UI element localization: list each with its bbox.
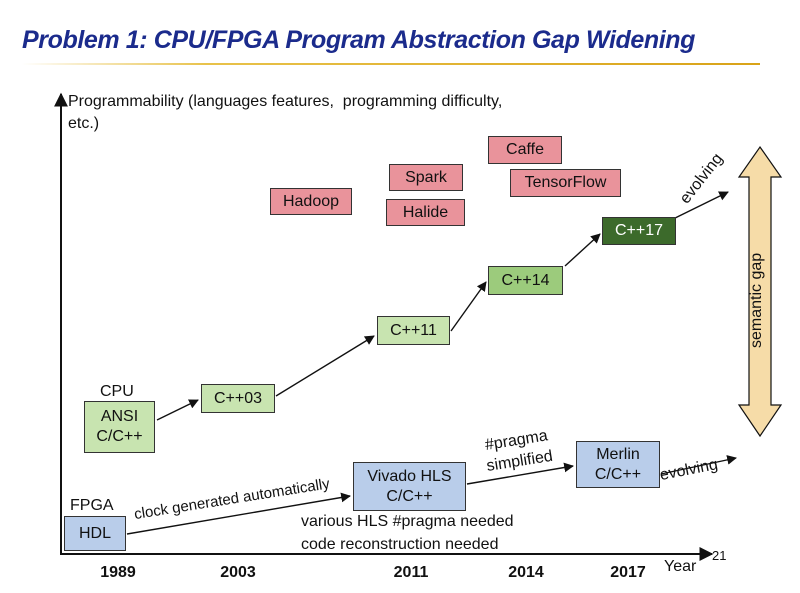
- cpu-box-ansi-c: ANSI C/C++: [84, 401, 155, 453]
- arrow-hdl-to-hls: [126, 492, 351, 535]
- framework-spark: Spark: [389, 164, 463, 191]
- x-axis-label: Year: [664, 558, 697, 575]
- title-underline: [22, 63, 760, 65]
- fpga-box-merlin: Merlin C/C++: [576, 441, 660, 488]
- fpga-box-hdl: HDL: [64, 516, 126, 551]
- year-label: 2014: [508, 564, 544, 581]
- year-label: 2011: [393, 564, 429, 581]
- fpga-heading: FPGA: [70, 497, 114, 514]
- framework-halide: Halide: [386, 199, 465, 226]
- y-axis-label-line2: etc.): [68, 115, 100, 132]
- y-axis-label-line1: Programmability (languages features, pro…: [68, 93, 503, 110]
- cpu-box-cpp03: C++03: [201, 384, 275, 413]
- arrow-cpp03-to-cpp11: [275, 335, 375, 397]
- cpu-box-cpp14: C++14: [488, 266, 563, 295]
- hls-note-pragma: various HLS #pragma needed: [301, 513, 514, 530]
- year-label: 1989: [100, 564, 136, 581]
- arrow-hls-to-merlin: [466, 462, 574, 485]
- slide-title: Problem 1: CPU/FPGA Program Abstraction …: [22, 26, 696, 54]
- semantic-gap-arrow: [737, 145, 783, 438]
- arrow-cpp11-to-cpp14: [450, 281, 487, 332]
- arrow-merlin-evolving: [660, 455, 737, 475]
- semantic-gap-label: semantic gap: [748, 252, 765, 348]
- cpu-box-cpp17: C++17: [602, 217, 676, 245]
- arrow-cpp17-evolving: [666, 191, 729, 223]
- arrow-cpp14-to-cpp17: [564, 233, 601, 267]
- cpu-box-cpp11: C++11: [377, 316, 450, 345]
- framework-caffe: Caffe: [488, 136, 562, 164]
- framework-tensorflow: TensorFlow: [510, 169, 621, 197]
- fpga-box-vivado-hls: Vivado HLS C/C++: [353, 462, 466, 511]
- year-label: 2003: [220, 564, 256, 581]
- arrow-ansi-to-cpp03: [156, 399, 199, 421]
- year-label: 2017: [610, 564, 646, 581]
- framework-hadoop: Hadoop: [270, 188, 352, 215]
- page-number: 21: [712, 548, 727, 563]
- hls-note-reconstruction: code reconstruction needed: [301, 536, 499, 553]
- cpu-heading: CPU: [100, 383, 134, 400]
